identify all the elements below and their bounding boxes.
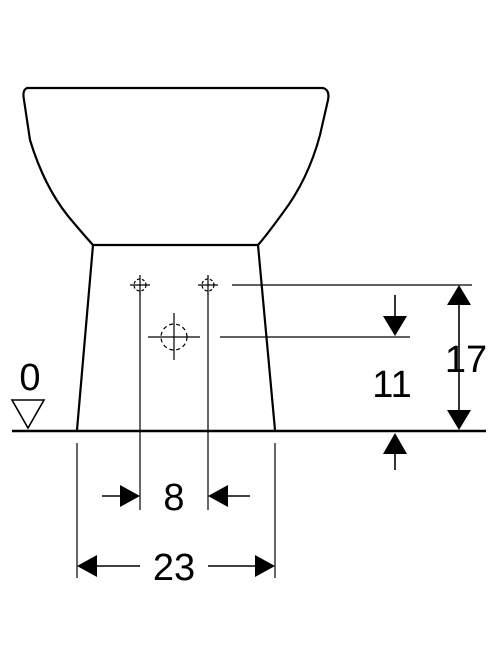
outlet-center-crosshair-icon xyxy=(148,313,200,360)
level-marker xyxy=(10,399,46,430)
dimension-23 xyxy=(77,555,275,577)
right-fixing-crosshair-icon xyxy=(198,275,218,295)
dimension-8-label: 8 xyxy=(163,477,184,519)
dimension-11-label: 11 xyxy=(372,364,411,406)
left-fixing-crosshair-icon xyxy=(130,275,150,295)
toilet-bowl-outline xyxy=(22,86,330,247)
level-label: 0 xyxy=(19,357,40,399)
dimension-23-label: 23 xyxy=(153,547,195,589)
dimension-8 xyxy=(102,485,250,507)
dimension-17-label: 17 xyxy=(445,339,487,381)
dimension-11 xyxy=(383,295,407,470)
dimension-17 xyxy=(447,285,471,430)
level-triangle-icon xyxy=(10,399,46,430)
